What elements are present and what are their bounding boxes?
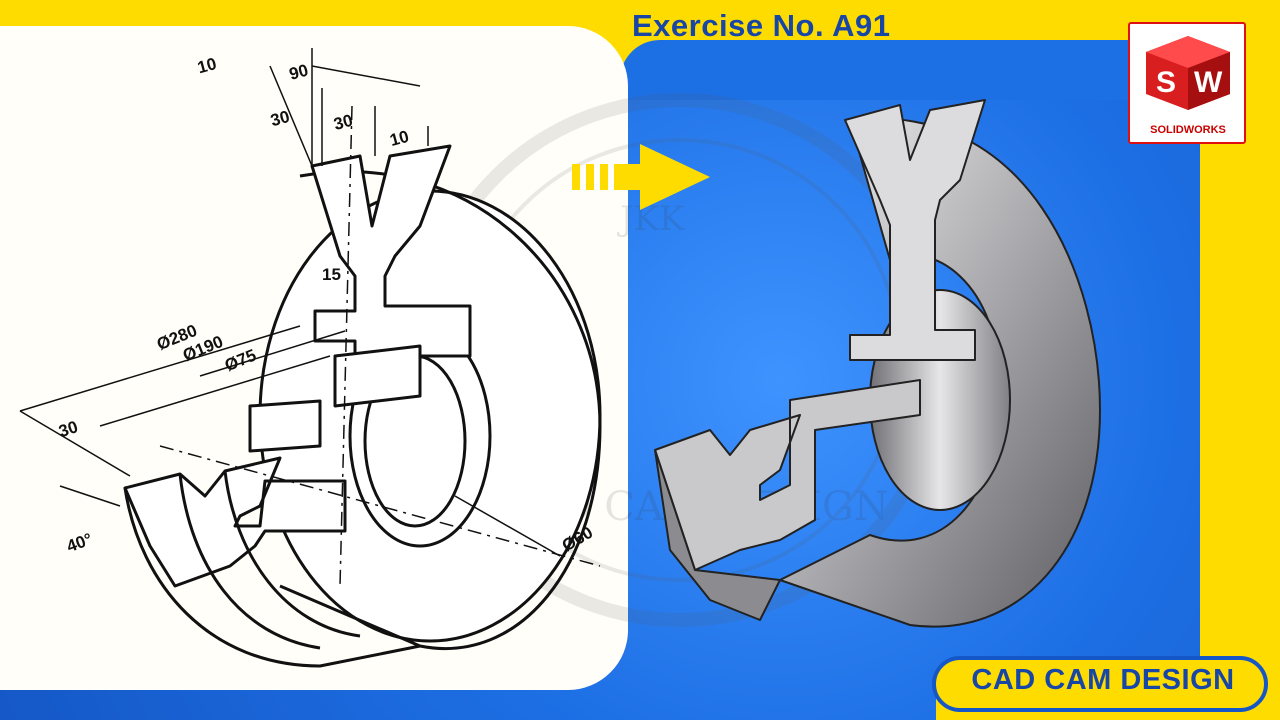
logo-letter-w: W xyxy=(1194,66,1223,99)
logo-letter-s: S xyxy=(1156,66,1176,99)
watermark-jkk: JKK xyxy=(617,199,685,239)
dim-30-bottom: 30 xyxy=(56,417,80,441)
dim-10-left: 10 xyxy=(195,54,218,77)
technical-drawing: 10 90 30 30 10 15 Ø280 Ø190 Ø75 30 40° Ø… xyxy=(19,48,602,668)
arrow-right-icon xyxy=(572,144,710,210)
title-notch xyxy=(620,40,1140,100)
dim-d75: Ø75 xyxy=(222,346,259,376)
bottom-banner-pill xyxy=(932,656,1268,712)
3d-model-render xyxy=(654,99,1101,628)
dim-15: 15 xyxy=(322,265,341,284)
dim-40-deg: 40° xyxy=(64,529,95,556)
dim-10-right: 10 xyxy=(388,127,411,150)
solidworks-cube-icon: S W xyxy=(1146,36,1230,110)
brand-banner-text: CAD CAM DESIGN xyxy=(971,664,1235,696)
dim-30-right: 30 xyxy=(332,111,355,134)
solidworks-logo: S W SOLIDWORKS xyxy=(1128,22,1246,144)
logo-brand-text: SOLIDWORKS xyxy=(1150,124,1226,136)
dim-90: 90 xyxy=(287,61,310,84)
exercise-title: Exercise No. A91 xyxy=(632,8,891,43)
dim-30-left: 30 xyxy=(269,107,292,130)
